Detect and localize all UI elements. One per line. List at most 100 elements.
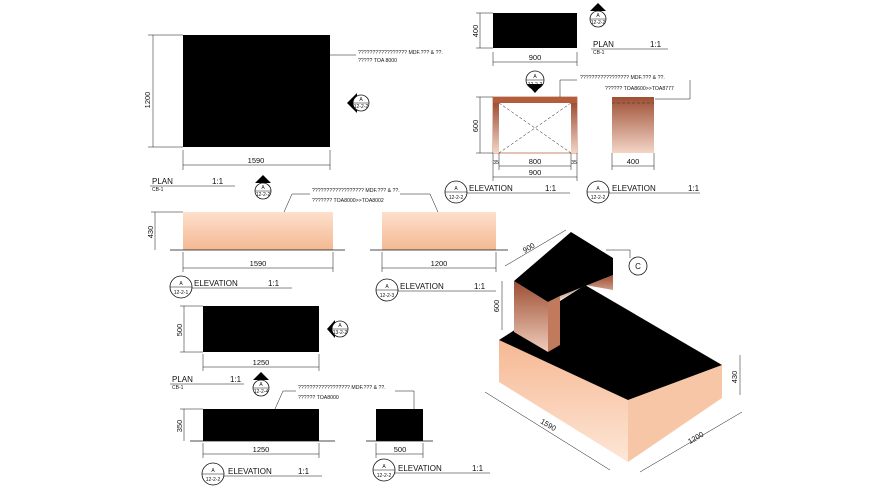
svg-text:1590: 1590 [539, 417, 558, 433]
svg-text:1200: 1200 [686, 430, 705, 446]
svg-text:12-2-2: 12-2-2 [528, 82, 543, 88]
svg-text:?????????????????? MDF.??? & ?: ?????????????????? MDF.??? & ??. [298, 385, 386, 391]
iso-base-left-face [499, 340, 628, 462]
svg-text:12-2-4: 12-2-4 [254, 389, 269, 395]
svg-text:CB-1: CB-1 [593, 50, 605, 56]
svg-text:12-2-1: 12-2-1 [174, 290, 189, 296]
svg-text:1250: 1250 [253, 445, 270, 454]
svg-text:A: A [596, 186, 600, 192]
plan-a-title: PLAN [152, 177, 173, 186]
svg-text:PLAN: PLAN [172, 375, 193, 384]
section-marker-top-small-below: A 12-2-2 [525, 70, 545, 93]
svg-text:1590: 1590 [250, 259, 267, 268]
svg-text:1:1: 1:1 [474, 282, 486, 291]
svg-text:12-2-3: 12-2-3 [380, 293, 395, 299]
elevation-label-short: A 12-2-3 ELEVATION 1:1 [375, 278, 496, 302]
elevation-label-front: A 12-2-2 ELEVATION 1:1 [444, 180, 570, 204]
svg-text:ELEVATION: ELEVATION [194, 279, 238, 288]
svg-text:ELEVATION: ELEVATION [228, 467, 272, 476]
short-elevation: 1200 A 12-2-3 ELEVATION 1:1 [370, 212, 508, 302]
side-elevation: 400 A 12-2-2 ELEVATION 1:1 [586, 97, 700, 204]
svg-text:600: 600 [492, 300, 501, 313]
svg-text:12-2-2: 12-2-2 [256, 192, 271, 198]
svg-text:A: A [385, 284, 389, 290]
short-elevation-shape [382, 212, 496, 250]
svg-text:CB-1: CB-1 [152, 187, 164, 193]
svg-text:400: 400 [471, 25, 480, 38]
svg-text:1:1: 1:1 [298, 467, 310, 476]
section-marker-top-small: A 12-2-2 [589, 3, 607, 28]
long-elevation: 430 1590 ?????????????????? MDF.??? & ??… [146, 175, 439, 299]
svg-text:1:1: 1:1 [545, 184, 557, 193]
section-marker-elev-b: A 12-2-4 [252, 372, 270, 397]
svg-text:??????? TOA8000>>TOA8002: ??????? TOA8000>>TOA8002 [312, 198, 384, 204]
svg-text:900: 900 [521, 241, 536, 255]
svg-text:A: A [211, 468, 215, 474]
note-a-line1: ????????????????? MDF.??? & ??. [358, 50, 443, 56]
svg-text:ELEVATION: ELEVATION [612, 184, 656, 193]
plan-a: 1200 1590 ????????????????? MDF.??? & ??… [143, 34, 443, 193]
svg-text:1:1: 1:1 [472, 464, 484, 473]
svg-text:1:1: 1:1 [230, 375, 242, 384]
svg-text:12-2-2: 12-2-2 [591, 20, 606, 26]
svg-text:ELEVATION: ELEVATION [398, 464, 442, 473]
svg-text:?????????????????? MDF.??? & ?: ?????????????????? MDF.??? & ??. [312, 188, 400, 194]
svg-text:A: A [359, 97, 363, 103]
section-marker-plan-b: A 13-2-2 [327, 320, 349, 338]
elevation-label-c: A 12-2-2 ELEVATION 1:1 [372, 458, 490, 482]
svg-text:12-2-2: 12-2-2 [354, 104, 369, 110]
svg-text:12-2-2: 12-2-2 [449, 195, 464, 201]
svg-text:A: A [382, 464, 386, 470]
svg-text:A: A [261, 185, 265, 191]
svg-text:1:1: 1:1 [688, 184, 700, 193]
svg-text:350: 350 [175, 420, 184, 433]
svg-text:400: 400 [627, 157, 640, 166]
svg-text:1250: 1250 [253, 358, 270, 367]
section-marker-long: A 12-2-2 [254, 175, 272, 200]
svg-text:CB-1: CB-1 [172, 385, 184, 391]
svg-text:35: 35 [571, 160, 577, 166]
svg-text:500: 500 [394, 445, 407, 454]
svg-text:1:1: 1:1 [650, 40, 662, 49]
section-marker-plan-a: A 12-2-2 [347, 93, 370, 113]
svg-text:12-2-2: 12-2-2 [377, 473, 392, 479]
long-elevation-shape [183, 212, 333, 250]
svg-text:?????? TOA8600>>TOA8777: ?????? TOA8600>>TOA8777 [605, 86, 674, 92]
elevation-c-shape [376, 409, 423, 441]
front-elevation: 600 35 35 800 900 ????????????????? MDF.… [444, 75, 691, 204]
elevation-label-long: A 12-2-1 ELEVATION 1:1 [169, 275, 292, 299]
svg-text:1200: 1200 [431, 259, 448, 268]
plan-b: 500 1250 A 13-2-2 PLAN 1:1 CB-1 [170, 305, 349, 391]
elevation-label-side: A 12-2-2 ELEVATION 1:1 [586, 180, 700, 204]
plan-a-shape [183, 35, 330, 147]
svg-text:A: A [338, 323, 342, 329]
svg-text:12-2-2: 12-2-2 [206, 477, 221, 483]
svg-text:ELEVATION: ELEVATION [400, 282, 444, 291]
elevation-b: 350 1250 ?????????????????? MDF.??? & ??… [175, 372, 415, 486]
svg-text:500: 500 [175, 324, 184, 337]
elevation-label-b: A 12-2-2 ELEVATION 1:1 [201, 462, 322, 486]
svg-text:A: A [454, 186, 458, 192]
svg-text:A: A [259, 382, 263, 388]
plan-top-small: 400 900 A 12-2-2 PLAN 1:1 CB-1 A 12-2-2 [471, 3, 668, 93]
svg-text:1:1: 1:1 [268, 279, 280, 288]
svg-text:A: A [533, 74, 537, 80]
iso-upper-front-face [514, 281, 548, 352]
note-a-line2: ????? TOA 8000 [358, 58, 397, 64]
isometric-view: 900 600 1590 1200 430 C [484, 229, 743, 473]
svg-text:430: 430 [146, 226, 155, 239]
svg-text:600: 600 [471, 120, 480, 133]
plan-top-small-shape [493, 13, 577, 48]
plan-b-shape [203, 306, 319, 352]
iso-callout-label: C [635, 262, 641, 271]
elevation-c: 500 A 12-2-2 ELEVATION 1:1 [366, 409, 490, 482]
svg-text:430: 430 [730, 371, 739, 384]
plan-a-width: 1590 [248, 156, 265, 165]
svg-text:12-2-2: 12-2-2 [591, 195, 606, 201]
svg-text:?????? TOA8000: ?????? TOA8000 [298, 395, 339, 401]
iso-upper-top [514, 232, 613, 302]
svg-text:ELEVATION: ELEVATION [469, 184, 513, 193]
svg-text:A: A [596, 13, 600, 19]
svg-text:900: 900 [529, 53, 542, 62]
